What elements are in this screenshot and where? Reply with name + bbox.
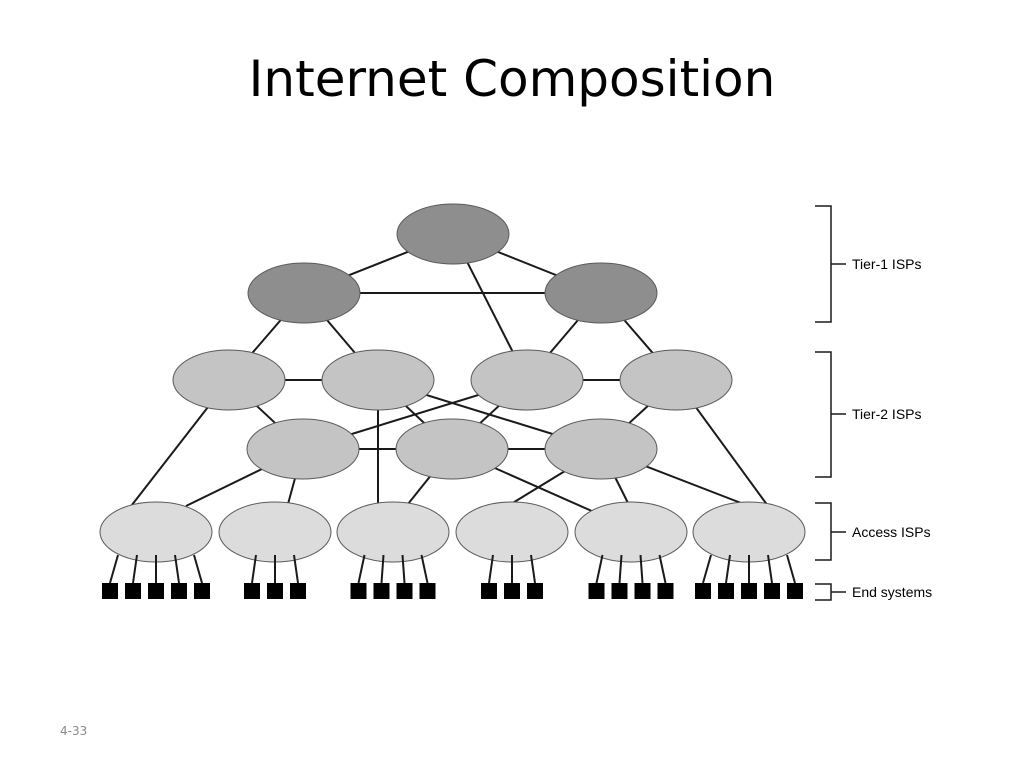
end-system-7 [267,583,283,599]
end-system-link-24 [786,554,796,584]
end-system-link-9 [357,554,366,584]
access-isp-node-2 [218,501,332,563]
tier1-isp-node-2 [247,262,361,324]
end-system-15 [527,583,543,599]
end-system-link-16 [595,554,604,584]
end-system-10 [373,583,390,599]
end-system-1 [102,583,118,599]
end-system-link-15 [530,554,536,584]
end-system-link-6 [251,554,257,584]
end-system-link-11 [401,554,406,584]
tier1-label: Tier-1 ISPs [852,256,922,272]
access-isp-node-6 [692,501,806,563]
end-system-4 [171,583,187,599]
tier2-isp-node-6 [395,418,509,480]
node-layer [99,203,806,563]
end-system-link-8 [293,554,299,584]
end-system-17 [611,583,628,599]
end-system-5 [194,583,210,599]
tier2-isp-node-1 [172,349,286,411]
tier2-label: Tier-2 ISPs [852,406,922,422]
end-system-19 [657,583,674,599]
end-system-link-1 [109,554,119,584]
tier1-bracket [815,205,846,323]
access-isp-node-4 [455,501,569,563]
end-system-23 [764,583,780,599]
slide-number: 4-33 [60,724,88,738]
end-system-6 [244,583,260,599]
access-isp-node-5 [574,501,688,563]
end-systems-bracket [815,583,846,601]
tier2-isp-node-4 [619,349,733,411]
end-system-3 [148,583,164,599]
end-systems-label: End systems [852,584,932,600]
end-system-link-4 [174,554,180,584]
access-label: Access ISPs [852,524,931,540]
end-system-9 [350,583,367,599]
end-system-link-19 [658,554,667,584]
end-system-13 [481,583,497,599]
end-system-link-2 [132,554,138,584]
end-system-12 [419,583,436,599]
tier2-isp-node-3 [470,349,584,411]
tier1-isp-node-3 [544,262,658,324]
end-system-link-13 [488,554,494,584]
end-system-8 [290,583,306,599]
end-system-link-17 [618,554,623,584]
end-system-link-10 [380,554,385,584]
end-system-link-21 [725,554,731,584]
end-system-layer [102,554,803,599]
end-system-link-23 [767,554,773,584]
end-system-link-12 [420,554,429,584]
tier2-isp-node-5 [246,418,360,480]
end-system-link-20 [702,554,712,584]
tier-legend [815,205,846,601]
end-system-20 [695,583,711,599]
end-system-11 [396,583,413,599]
end-system-18 [634,583,651,599]
tier1-isp-node-1 [396,203,510,265]
tier2-bracket [815,351,846,478]
tier2-isp-node-2 [321,349,435,411]
end-system-link-18 [639,554,644,584]
tier2-isp-node-7 [544,418,658,480]
end-system-16 [588,583,605,599]
slide-title: Internet Composition [248,50,776,108]
end-system-24 [787,583,803,599]
end-system-link-5 [193,554,203,584]
end-system-22 [741,583,757,599]
access-isp-node-1 [99,501,213,563]
end-system-21 [718,583,734,599]
access-isp-node-3 [336,501,450,563]
access-bracket [815,502,846,561]
end-system-14 [504,583,520,599]
end-system-2 [125,583,141,599]
